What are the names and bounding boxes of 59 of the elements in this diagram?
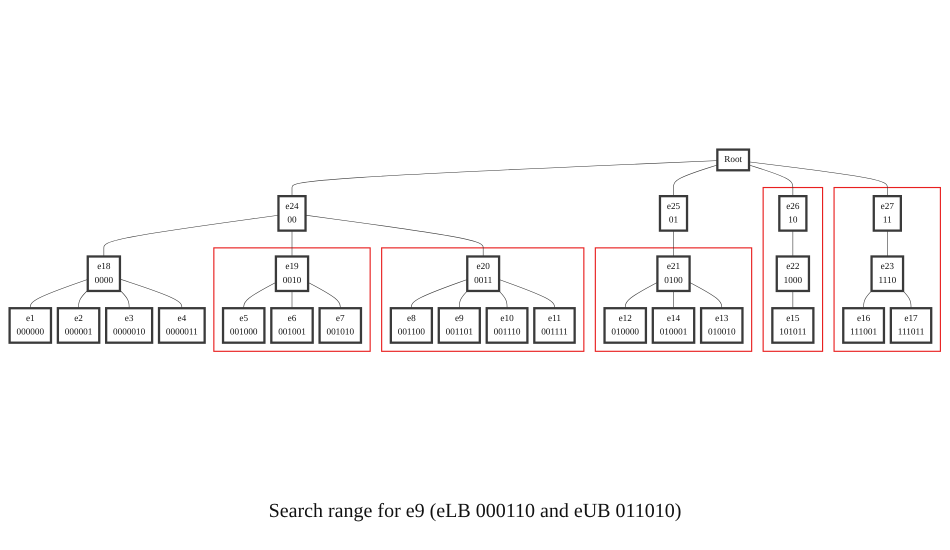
- connector: [120, 278, 182, 308]
- node-box: e18 0000: [86, 254, 122, 292]
- connector: [748, 164, 794, 196]
- node-box: e25 01: [658, 194, 688, 232]
- node-box: e23 1110: [870, 254, 904, 292]
- connector: [411, 278, 468, 308]
- cluster: [213, 246, 371, 352]
- node-box: e5 001000: [222, 306, 266, 344]
- node-box: e27 11: [872, 194, 902, 232]
- caption: Search range for e9 (eLB 000110 and eUB 011010): [268, 500, 682, 523]
- node-box: e15 101011: [771, 306, 815, 344]
- node-box: e20 0011: [466, 254, 500, 292]
- connector: [78, 289, 88, 308]
- node-box: e8 001100: [390, 306, 434, 344]
- connector: [104, 214, 279, 256]
- node-box: e16 111001: [842, 306, 886, 344]
- connector: [902, 290, 912, 308]
- cluster: [594, 246, 752, 352]
- node-box: e22 1000: [776, 254, 810, 292]
- connector: [792, 230, 794, 256]
- connector: [30, 278, 88, 308]
- connector: [673, 164, 718, 196]
- node-box: e13 010010: [700, 306, 744, 344]
- connector: [673, 290, 674, 308]
- connector: [887, 230, 888, 256]
- node-box: e3 0000010: [105, 306, 154, 344]
- node-box: e17 111011: [890, 306, 932, 344]
- connector: [498, 290, 508, 308]
- node-box: e4 0000011: [158, 306, 206, 344]
- node-box: e2 000001: [56, 306, 100, 344]
- connector: [863, 290, 872, 308]
- connector: [292, 160, 718, 196]
- connector: [673, 230, 674, 256]
- node-box: e26 10: [778, 194, 808, 232]
- cluster: [381, 246, 584, 352]
- node-box: e24 00: [277, 194, 307, 232]
- node-box: e10 001110: [486, 306, 529, 344]
- node-box: e12 010000: [603, 306, 648, 344]
- connector: [308, 282, 341, 308]
- cluster: [834, 186, 941, 352]
- node-box: Root: [716, 148, 750, 171]
- connector: [120, 289, 130, 308]
- connector: [624, 282, 658, 308]
- connector: [498, 278, 555, 308]
- connector: [792, 290, 794, 308]
- node-box: e9 001101: [438, 306, 481, 344]
- connector: [748, 161, 888, 196]
- connector: [459, 290, 468, 308]
- connector: [243, 282, 276, 308]
- connector: [689, 282, 722, 308]
- node-box: e6 001001: [270, 306, 314, 344]
- node-box: e14 010001: [652, 306, 696, 344]
- node-box: e11 001111: [533, 306, 576, 344]
- cluster: [762, 186, 824, 352]
- connector: [305, 214, 484, 256]
- node-box: e19 0010: [274, 254, 310, 292]
- node-box: e7 001010: [318, 306, 362, 344]
- node-box: e1 000000: [8, 306, 52, 344]
- node-box: e21 0100: [656, 254, 691, 292]
